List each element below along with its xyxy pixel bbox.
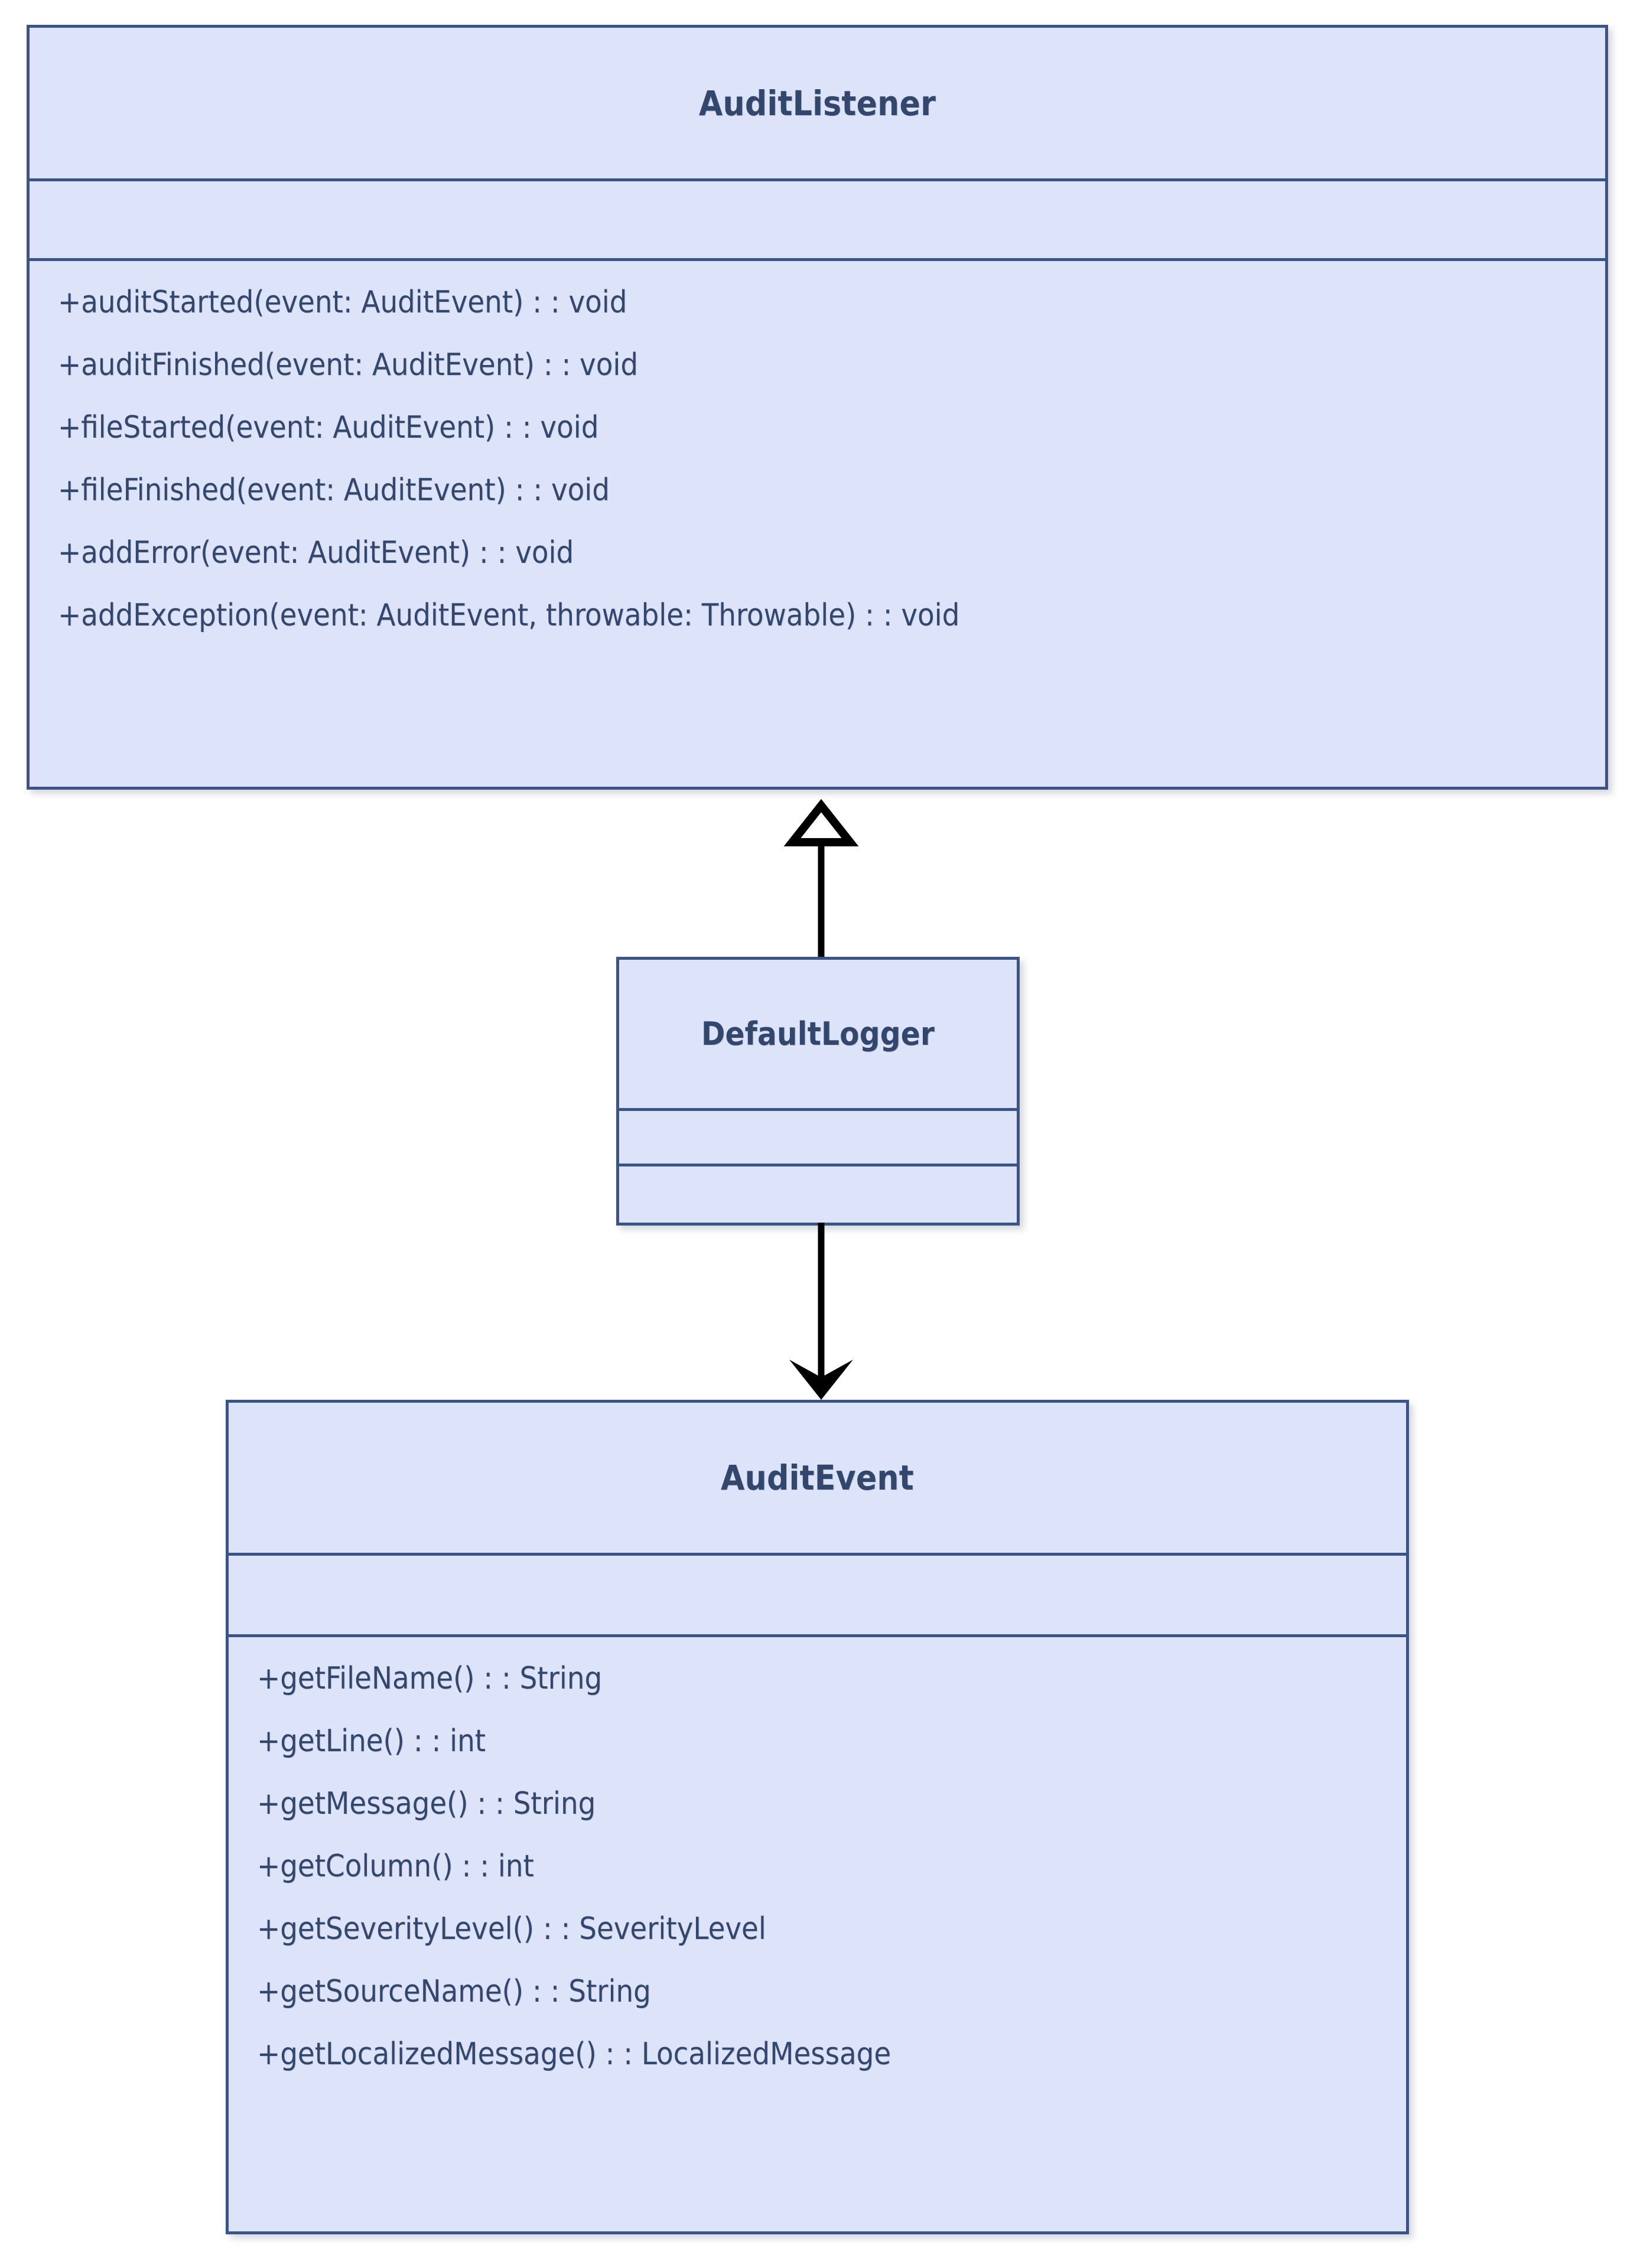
class-method: +getLine() : : int [257, 1723, 486, 1759]
class-method: +addException(event: AuditEvent, throwab… [58, 598, 960, 633]
class-methods-compartment: +getFileName() : : String +getLine() : :… [229, 1637, 1406, 2231]
class-title-compartment: DefaultLogger [619, 960, 1017, 1111]
dependency-connector [789, 1223, 853, 1400]
class-title-compartment: AuditEvent [229, 1403, 1406, 1556]
uml-class-audit-event[interactable]: AuditEvent +getFileName() : : String +ge… [226, 1400, 1409, 2234]
class-method: +auditFinished(event: AuditEvent) : : vo… [58, 347, 639, 383]
class-method: +fileStarted(event: AuditEvent) : : void [58, 410, 599, 445]
generalization-connector [783, 799, 859, 963]
uml-class-default-logger[interactable]: DefaultLogger [616, 957, 1020, 1226]
solid-arrowhead-icon [789, 1360, 853, 1400]
hollow-triangle-arrowhead-icon [783, 799, 859, 846]
class-method: +getMessage() : : String [257, 1786, 596, 1821]
class-method: +getColumn() : : int [257, 1849, 534, 1884]
class-method: +auditStarted(event: AuditEvent) : : voi… [58, 285, 627, 320]
class-method: +getSourceName() : : String [257, 1974, 651, 2009]
class-name-audit-listener: AuditListener [698, 83, 936, 123]
class-methods-compartment [619, 1166, 1017, 1223]
class-methods-compartment: +auditStarted(event: AuditEvent) : : voi… [30, 261, 1605, 787]
class-attributes-compartment [229, 1556, 1406, 1637]
class-attributes-compartment [30, 181, 1605, 261]
class-method: +addError(event: AuditEvent) : : void [58, 535, 574, 571]
class-method: +fileFinished(event: AuditEvent) : : voi… [58, 472, 610, 508]
class-method: +getFileName() : : String [257, 1661, 603, 1696]
class-method: +getSeverityLevel() : : SeverityLevel [257, 1911, 766, 1947]
class-attributes-compartment [619, 1111, 1017, 1166]
uml-class-audit-listener[interactable]: AuditListener +auditStarted(event: Audit… [27, 25, 1608, 790]
class-name-default-logger: DefaultLogger [701, 1015, 935, 1052]
class-title-compartment: AuditListener [30, 28, 1605, 181]
class-method: +getLocalizedMessage() : : LocalizedMess… [257, 2036, 891, 2072]
class-name-audit-event: AuditEvent [721, 1458, 914, 1498]
